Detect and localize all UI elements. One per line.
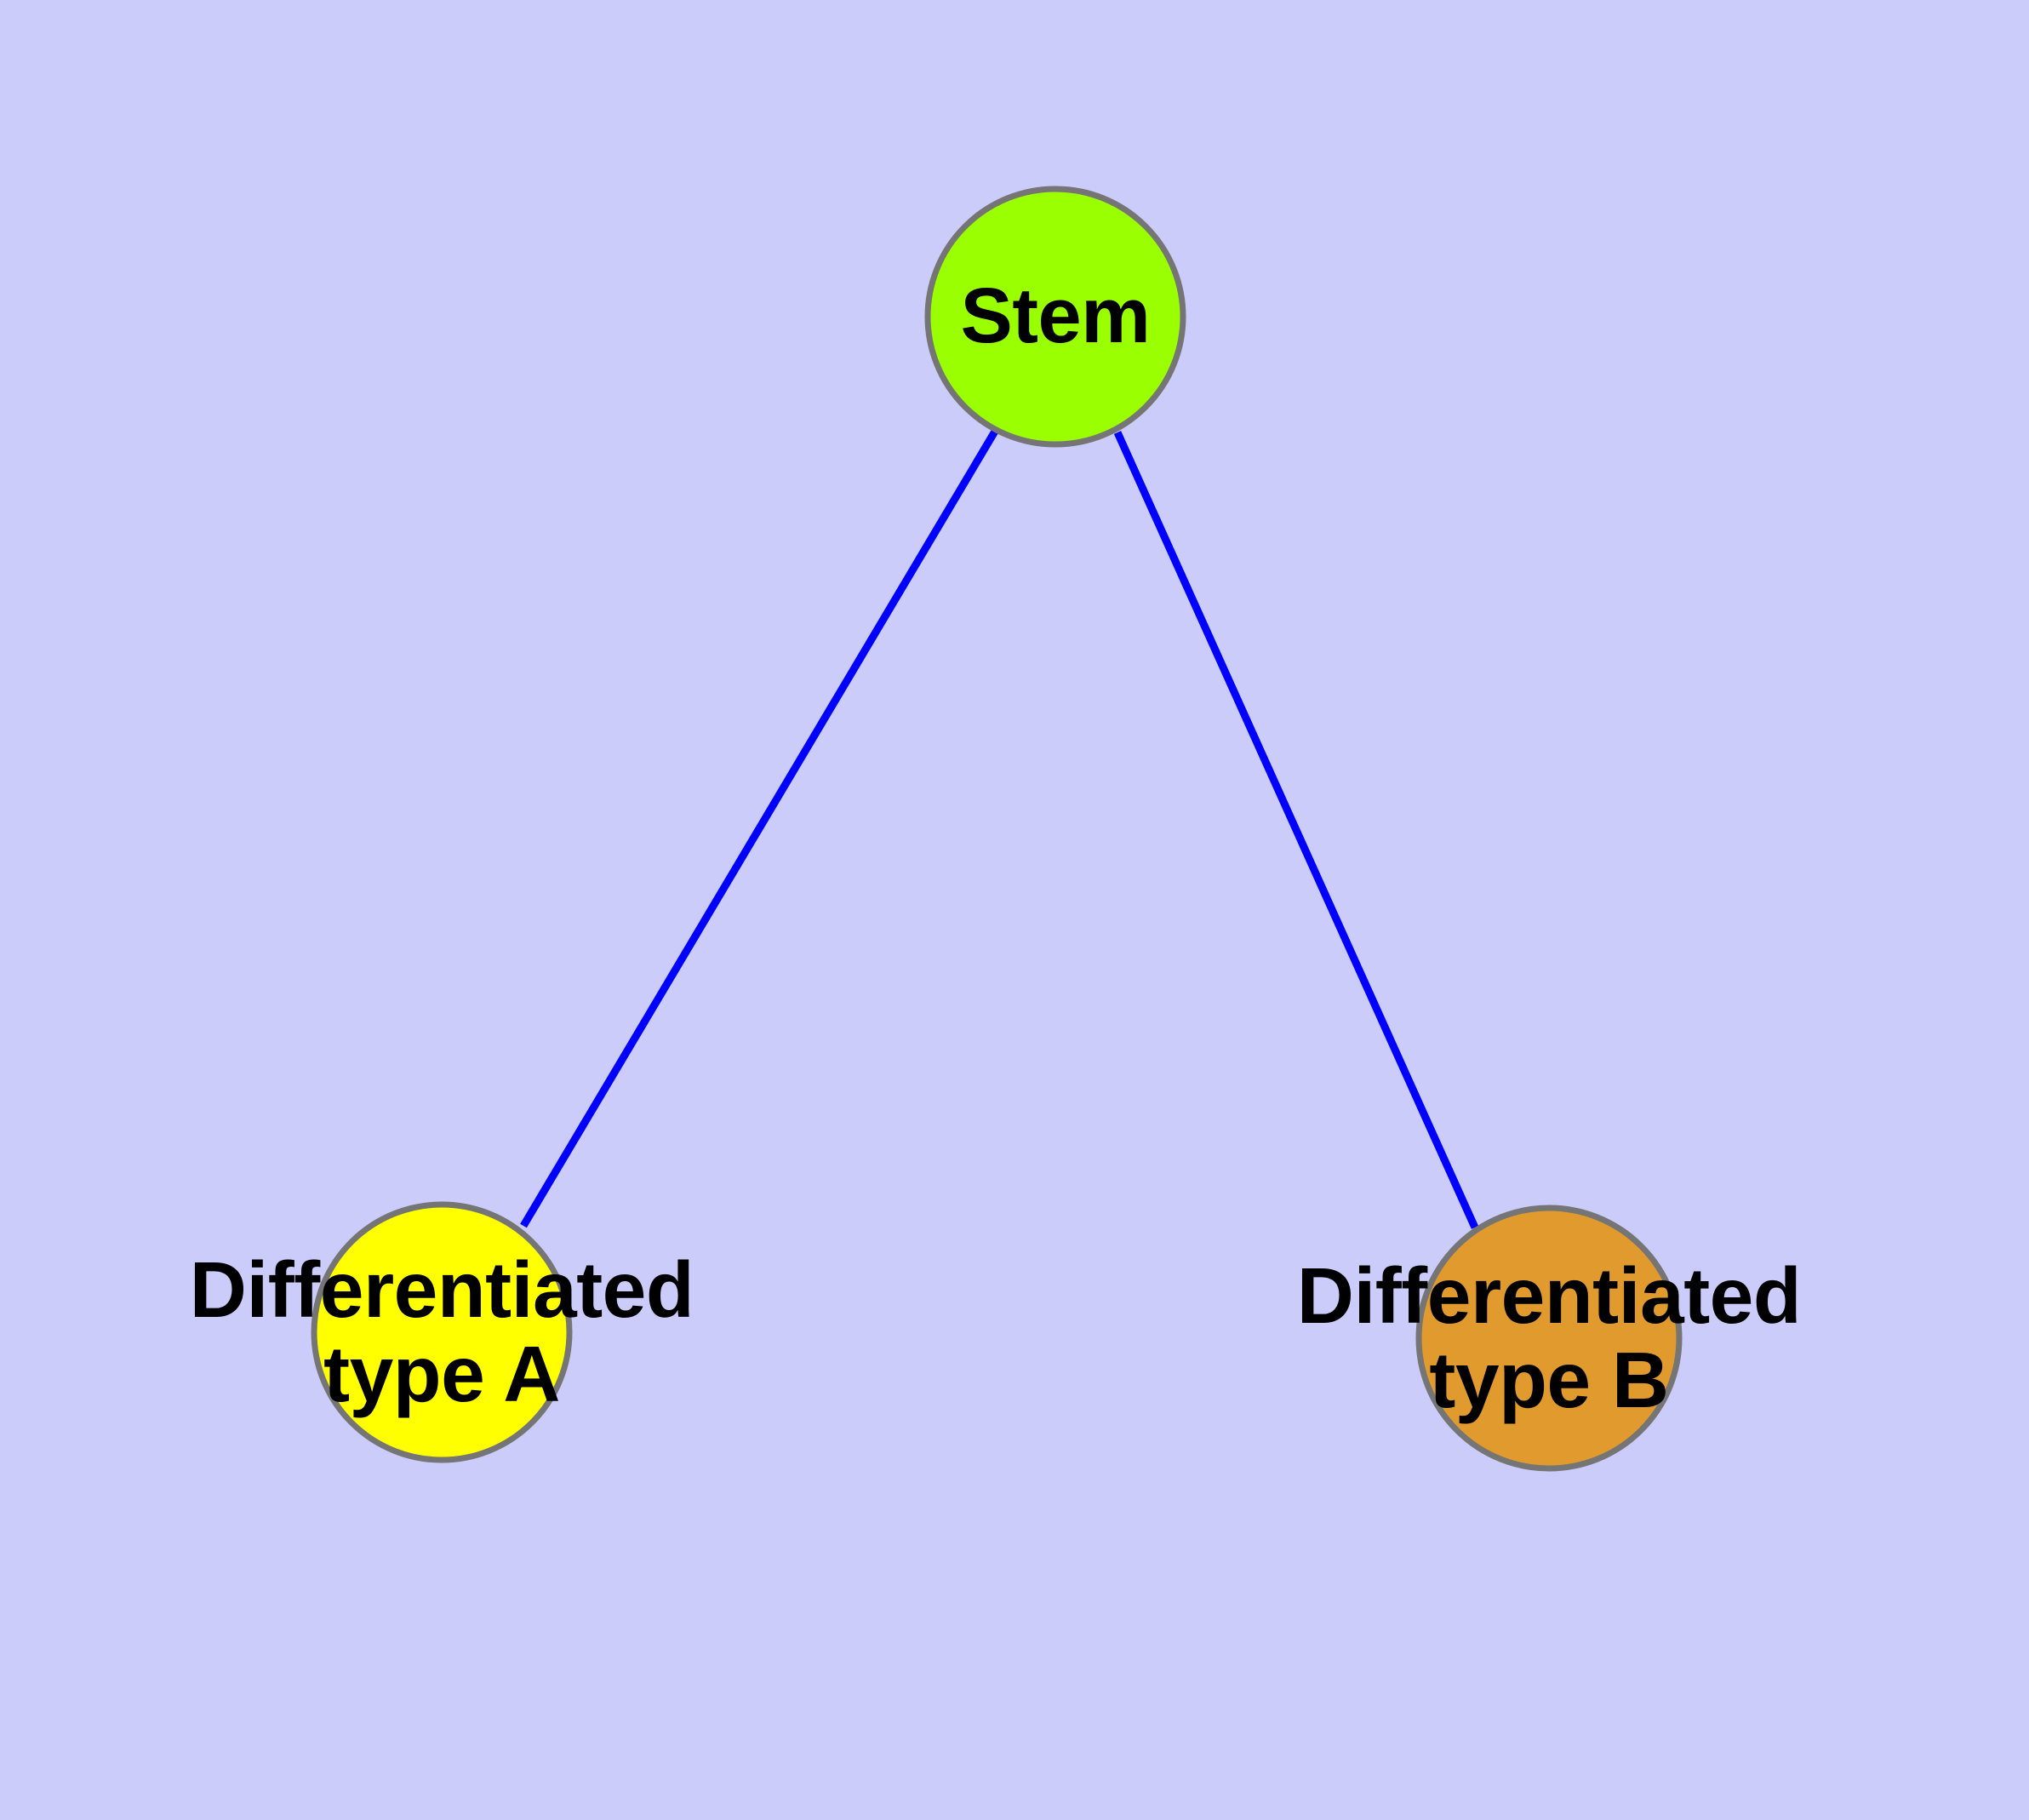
edge-stem-to-diff-b bbox=[1113, 431, 1479, 1229]
node-circle-stem[interactable] bbox=[924, 186, 1186, 448]
edge-layer bbox=[520, 427, 1479, 1229]
node-layer bbox=[311, 186, 1683, 1472]
node-circle-diff-a[interactable] bbox=[311, 1201, 573, 1463]
node-circle-diff-b[interactable] bbox=[1415, 1205, 1683, 1472]
edge-stem-to-diff-a bbox=[520, 427, 999, 1228]
